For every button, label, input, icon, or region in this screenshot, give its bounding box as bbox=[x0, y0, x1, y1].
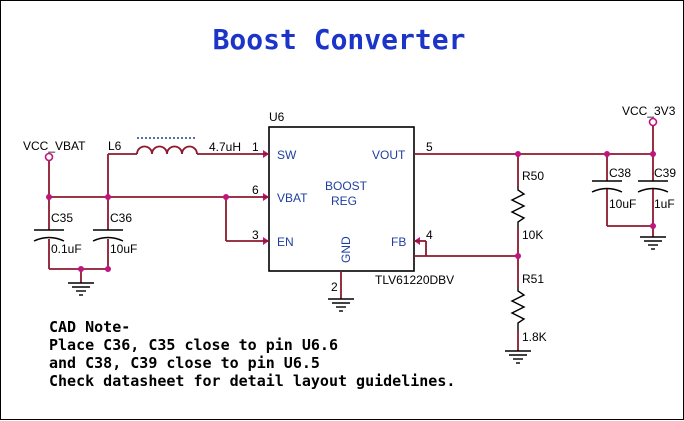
pin-name-sw: SW bbox=[277, 148, 297, 162]
note-line-1: Place C36, C35 close to pin U6.6 bbox=[49, 336, 338, 354]
cap-value-c36: 10uF bbox=[110, 242, 137, 256]
junction-dot bbox=[105, 266, 111, 272]
cap-ref-c38: C38 bbox=[609, 166, 631, 180]
ic-body[interactable] bbox=[268, 126, 415, 272]
ic-part-number: TLV61220DBV bbox=[375, 273, 454, 287]
ground-symbol bbox=[640, 236, 666, 250]
resistor-r51[interactable] bbox=[510, 286, 526, 331]
res-ref-r51: R51 bbox=[522, 272, 544, 286]
pin-name-vout: VOUT bbox=[372, 148, 406, 162]
res-value-r51: 1.8K bbox=[522, 330, 547, 344]
capacitor-c38[interactable] bbox=[591, 180, 623, 193]
pin-name-gnd: GND bbox=[339, 236, 353, 263]
junction-dot bbox=[78, 266, 84, 272]
capacitor-c36[interactable] bbox=[92, 229, 124, 242]
pin-num-sw: 1 bbox=[252, 140, 259, 154]
inductor-value: 4.7uH bbox=[209, 140, 241, 154]
junction-dot bbox=[515, 253, 521, 259]
pin-num-vbat: 6 bbox=[252, 183, 259, 197]
note-heading: CAD Note- bbox=[49, 318, 130, 336]
capacitor-c35[interactable] bbox=[33, 229, 65, 242]
junction-dot bbox=[650, 151, 656, 157]
junction-dot bbox=[105, 194, 111, 200]
pin-num-vout: 5 bbox=[426, 140, 433, 154]
inductor-ref: L6 bbox=[108, 139, 122, 153]
ground-symbol bbox=[68, 282, 94, 296]
note-line-3: Check datasheet for detail layout guidel… bbox=[49, 372, 455, 390]
schematic-title: Boost Converter bbox=[213, 23, 466, 56]
resistor-r50[interactable] bbox=[510, 186, 526, 228]
cap-ref-c39: C39 bbox=[654, 166, 676, 180]
junction-dot bbox=[46, 194, 52, 200]
cap-ref-c35: C35 bbox=[51, 211, 73, 225]
power-flag-3v3 bbox=[648, 117, 658, 127]
inductor-l6[interactable] bbox=[136, 137, 198, 155]
cap-value-c35: 0.1uF bbox=[51, 242, 82, 256]
ground-symbol bbox=[505, 350, 531, 364]
ic-ref: U6 bbox=[269, 110, 285, 124]
ic-body-label-1: BOOST bbox=[325, 179, 368, 193]
pin-num-fb: 4 bbox=[426, 228, 433, 242]
pin-num-gnd: 2 bbox=[331, 280, 338, 294]
ground-symbol bbox=[328, 298, 354, 312]
junction-dot bbox=[223, 194, 229, 200]
pin-num-en: 3 bbox=[252, 228, 259, 242]
junction-dot bbox=[604, 151, 610, 157]
cap-value-c39: 1uF bbox=[654, 197, 675, 211]
pin-name-vbat: VBAT bbox=[277, 191, 308, 205]
cap-ref-c36: C36 bbox=[110, 211, 132, 225]
ic-body-label-2: REG bbox=[331, 194, 357, 208]
note-line-2: and C38, C39 close to pin U6.5 bbox=[49, 354, 320, 372]
pin-name-en: EN bbox=[277, 235, 294, 249]
res-ref-r50: R50 bbox=[522, 169, 544, 183]
junction-dot bbox=[650, 223, 656, 229]
pin-name-fb: FB bbox=[391, 235, 406, 249]
res-value-r50: 10K bbox=[522, 228, 543, 242]
power-flag-vbat bbox=[44, 152, 54, 162]
junction-dot bbox=[515, 151, 521, 157]
net-label-vbat: VCC_VBAT bbox=[23, 139, 86, 153]
net-label-3v3: VCC_3V3 bbox=[622, 104, 676, 118]
capacitor-c39[interactable] bbox=[637, 180, 669, 193]
cap-value-c38: 10uF bbox=[609, 197, 636, 211]
